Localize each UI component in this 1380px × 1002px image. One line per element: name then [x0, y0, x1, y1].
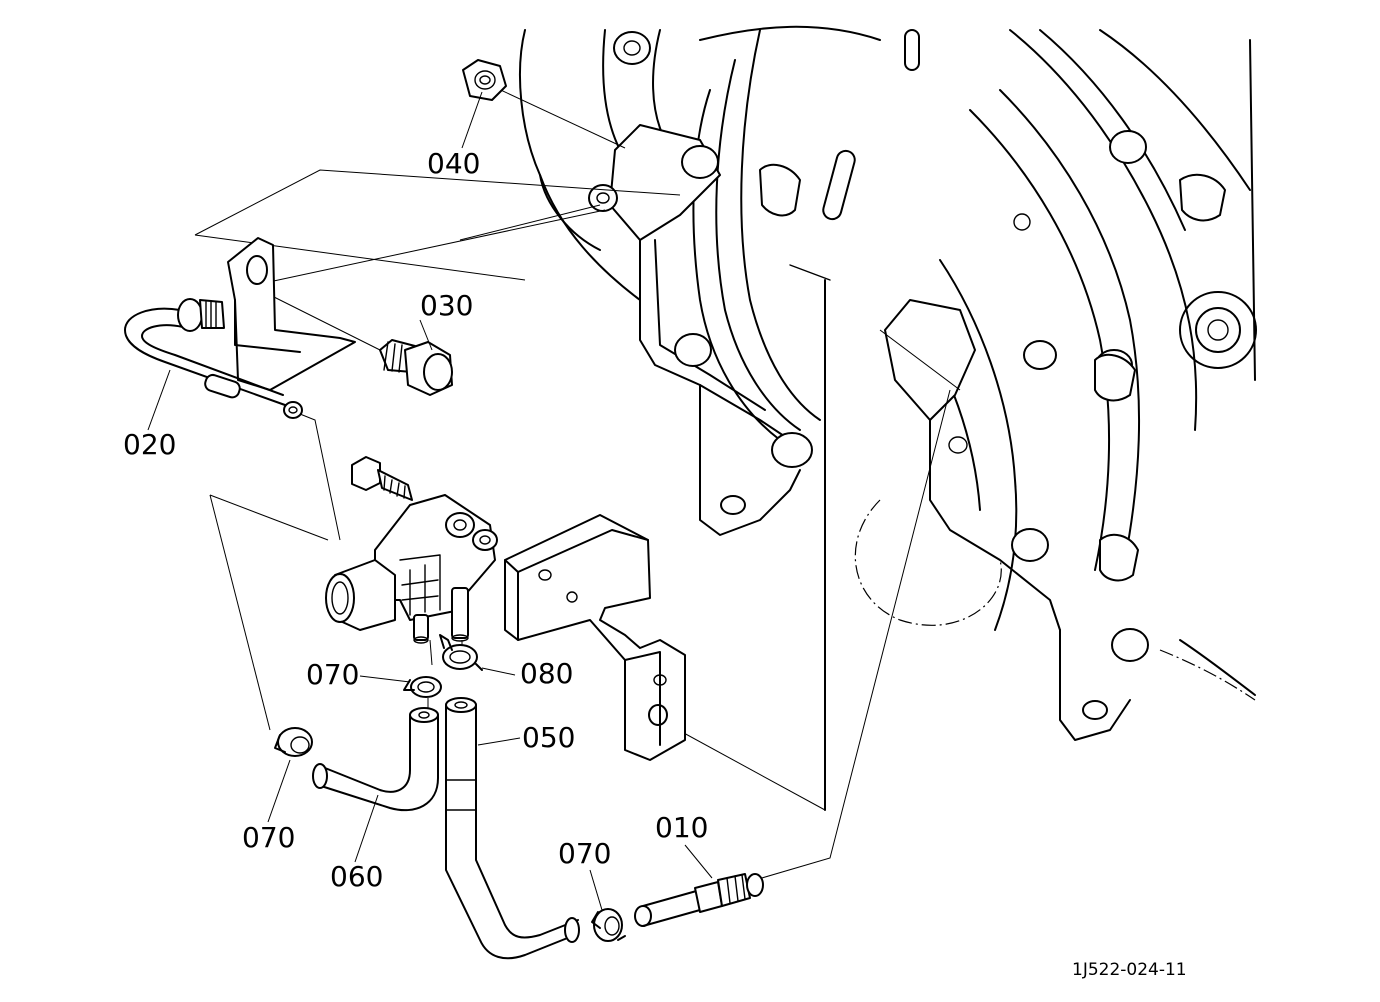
- diagram-reference-code: 1J522-024-11: [1072, 960, 1187, 980]
- part-070-clamp-b: [274, 727, 313, 757]
- part-080-clamp: [439, 634, 483, 671]
- callout-labels: 010 020 030 040 050 060 070 070 070 080 …: [123, 147, 1187, 980]
- engine-housing: [519, 25, 1257, 811]
- callout-040: 040: [427, 147, 480, 180]
- part-070-clamp-a: [403, 676, 442, 698]
- part-030-bolt: [379, 339, 453, 396]
- callout-060: 060: [330, 860, 383, 893]
- callout-020: 020: [123, 428, 176, 461]
- hoses: [312, 697, 580, 960]
- pressure-sensor-assembly: [325, 456, 498, 644]
- callout-080: 080: [520, 657, 573, 690]
- callout-030: 030: [420, 289, 473, 322]
- leader-lines: [194, 84, 961, 881]
- callout-070-left: 070: [242, 821, 295, 854]
- part-040-nut: [462, 59, 507, 101]
- hose-clamps: [274, 634, 626, 942]
- callout-070-bottom: 070: [558, 837, 611, 870]
- part-010-fitting: [634, 873, 764, 927]
- callout-050: 050: [522, 721, 575, 754]
- part-070-clamp-c: [591, 908, 626, 942]
- callout-070-center: 070: [306, 658, 359, 691]
- part-020-pipe-bracket: [124, 237, 356, 419]
- sensor-bracket: [504, 514, 686, 761]
- callout-010: 010: [655, 811, 708, 844]
- callout-leaders: [147, 91, 713, 911]
